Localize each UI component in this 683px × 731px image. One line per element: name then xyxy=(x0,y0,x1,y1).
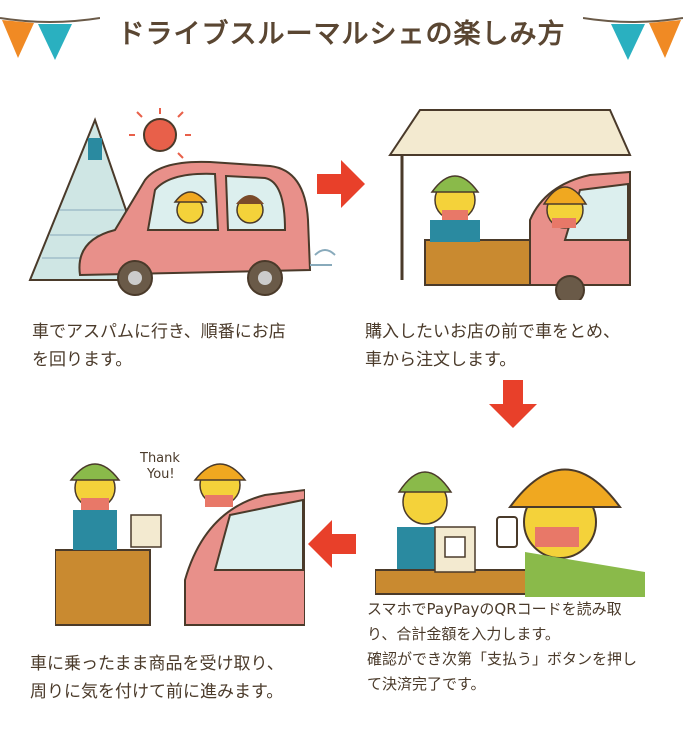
arrow-right-icon xyxy=(317,160,365,208)
paypay-payment-illustration xyxy=(375,468,645,597)
thank-you-line2: You! xyxy=(146,467,175,482)
bunting-right-decoration xyxy=(583,17,683,60)
arrow-left-icon xyxy=(308,520,356,568)
step3-caption: スマホでPayPayのQRコードを読み取 り、合計金額を入力します。 確認ができ… xyxy=(367,600,638,693)
receiving-goods-illustration: Thank You! xyxy=(55,451,305,626)
bunting-left-decoration xyxy=(0,17,100,60)
arrow-down-icon xyxy=(489,380,537,428)
step1-caption: 車でアスパムに行き、順番にお店 を回ります。 xyxy=(32,322,286,370)
ordering-at-stall-illustration xyxy=(388,109,632,300)
car-driving-illustration xyxy=(28,108,336,296)
step4-caption: 車に乗ったまま商品を受け取り、 周りに気を付けて前に進みます。 xyxy=(30,654,284,702)
step2-caption: 購入したいお店の前で車をとめ、 車から注文します。 xyxy=(365,322,620,370)
page-title: ドライブスルーマルシェの楽しみ方 xyxy=(117,19,566,50)
thank-you-line1: Thank xyxy=(139,451,180,466)
